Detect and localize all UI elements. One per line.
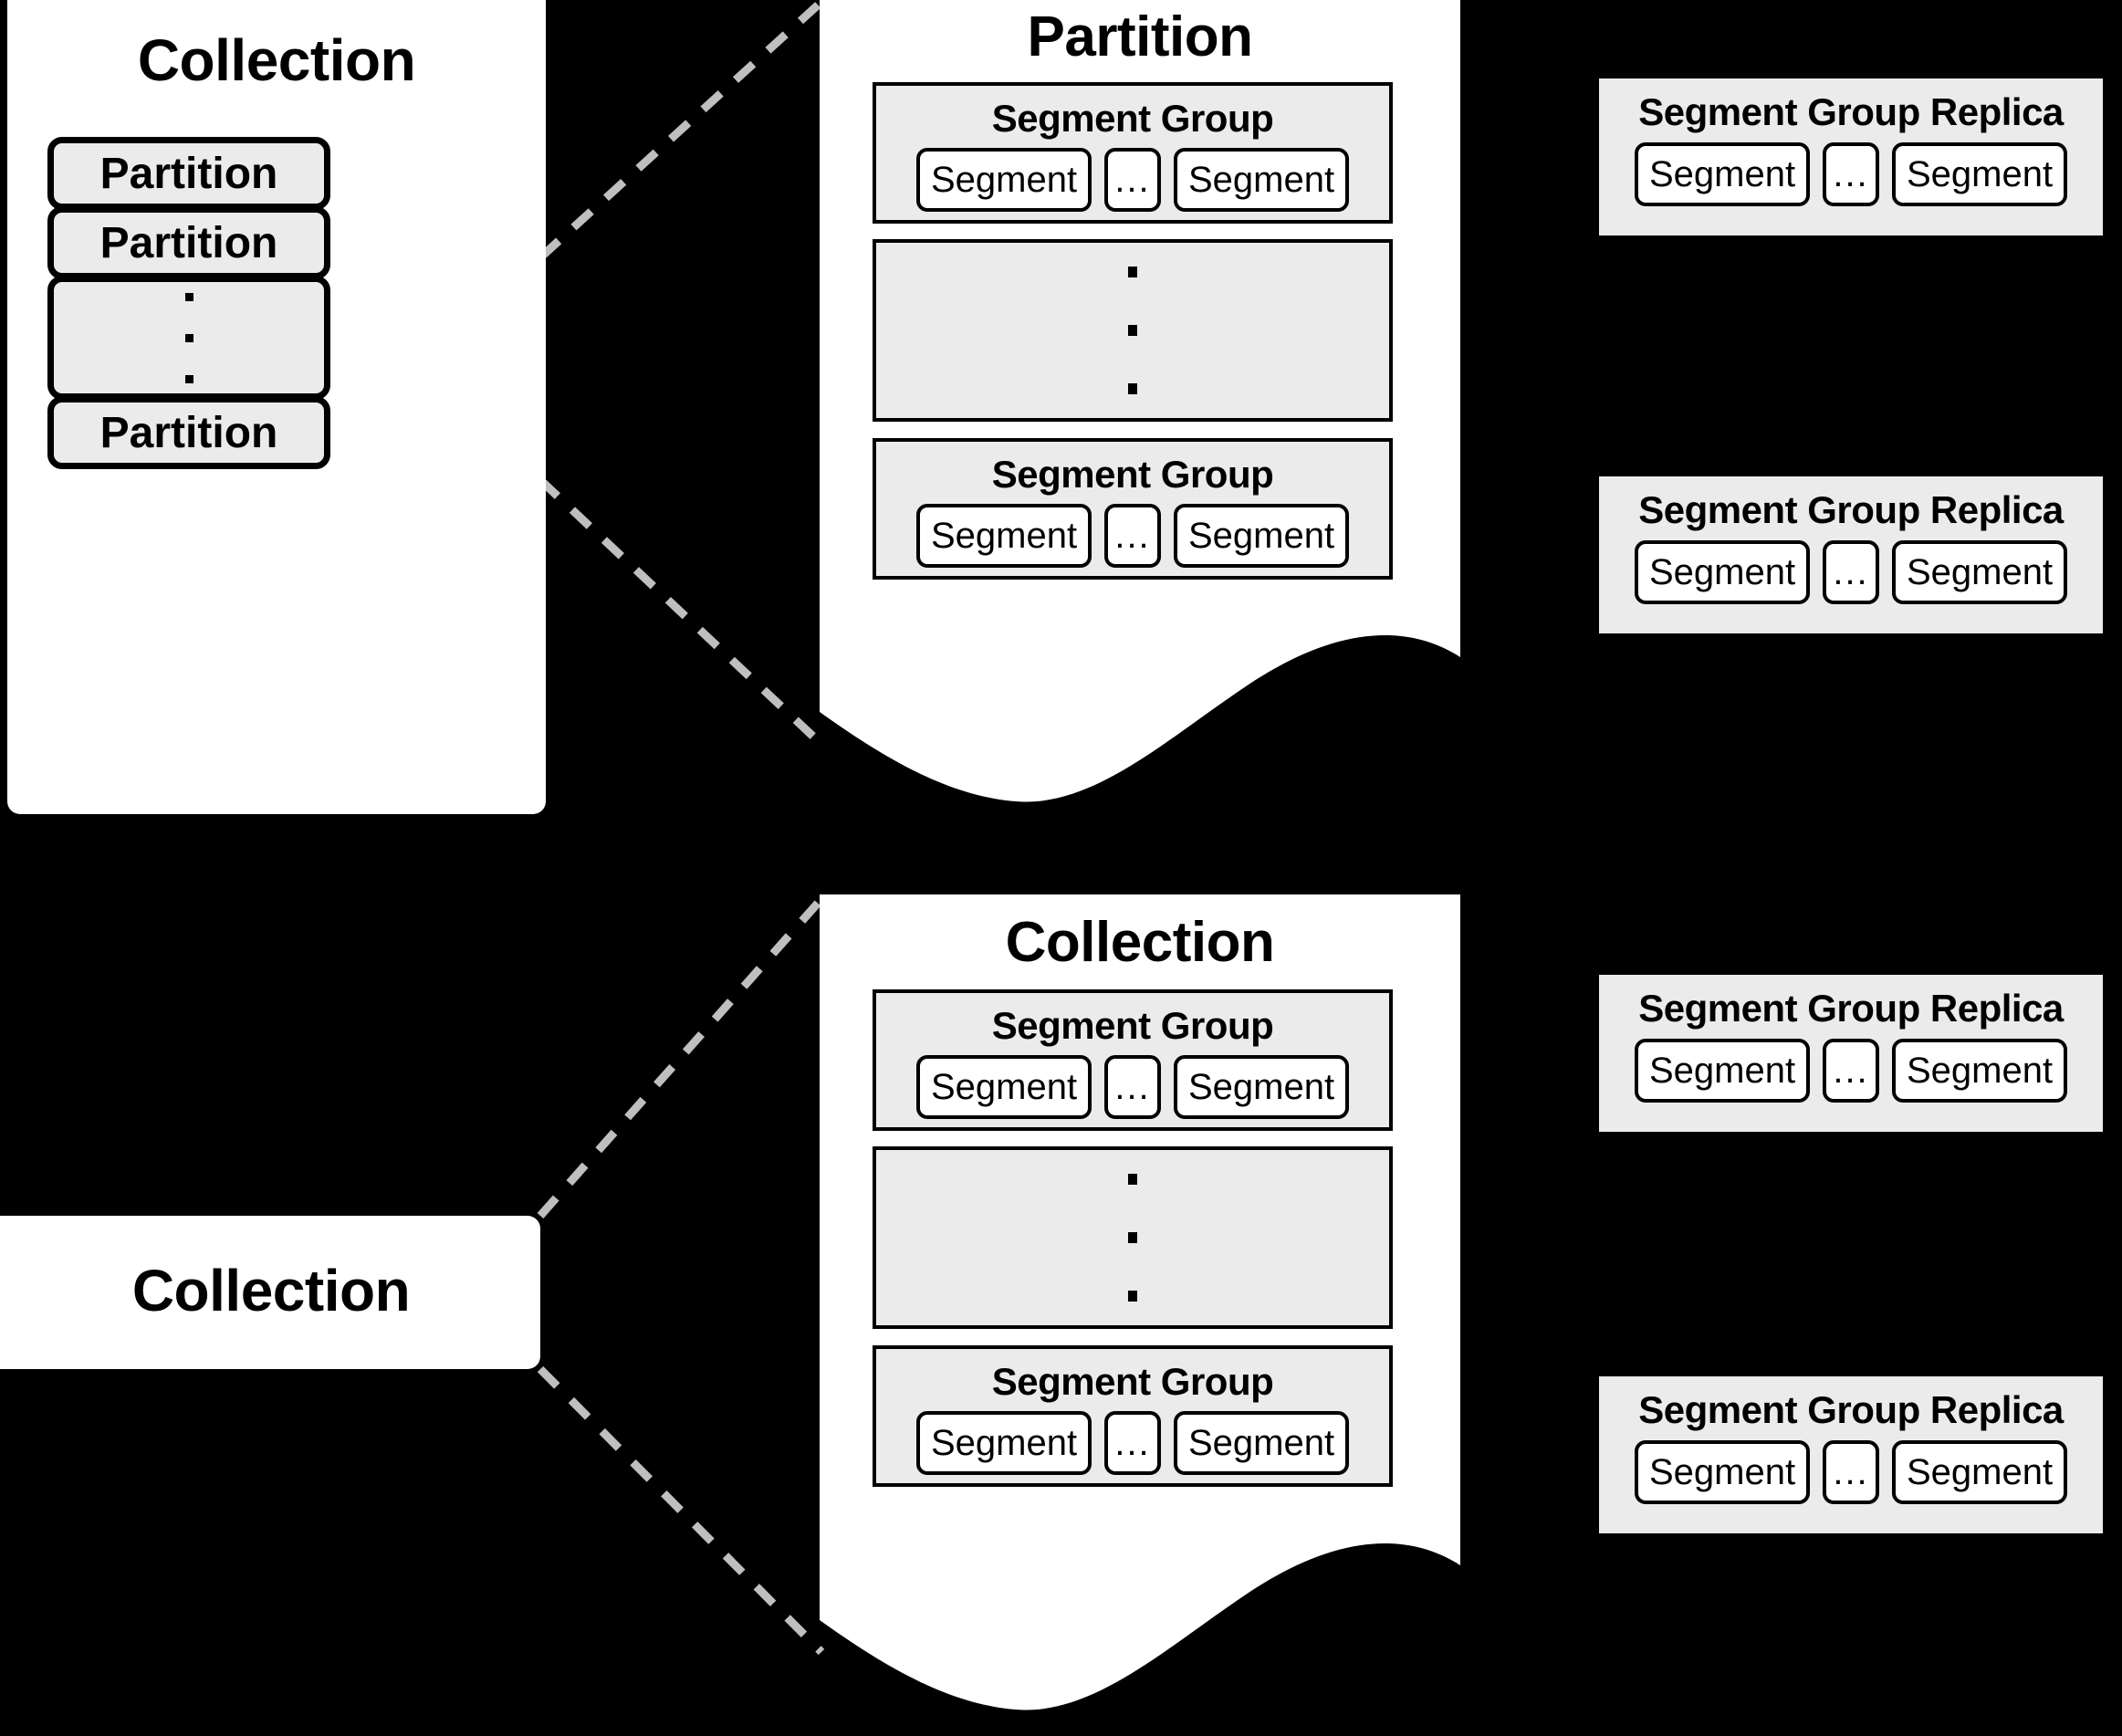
segment-group[interactable]: Segment Group Segment ... Segment <box>873 1345 1393 1487</box>
segment-group[interactable]: Segment Group Segment ... Segment <box>873 82 1393 224</box>
segment-box[interactable]: Segment <box>1174 1411 1349 1476</box>
segment-row: Segment ... Segment <box>876 1411 1389 1476</box>
partition-panel-title: Partition <box>1027 5 1253 68</box>
segment-group-replica[interactable]: Segment Group Replica Segment ... Segmen… <box>1599 1376 2103 1533</box>
partition-item-label: Partition <box>99 149 278 198</box>
segment-group-title: Segment Group <box>991 97 1274 140</box>
segment-box[interactable]: Segment <box>1174 504 1349 569</box>
segment-group-replica[interactable]: Segment Group Replica Segment ... Segmen… <box>1599 975 2103 1132</box>
segment-box[interactable]: Segment <box>1635 540 1810 604</box>
vertical-ellipsis-icon <box>184 292 193 383</box>
partition-item[interactable]: Partition <box>47 396 330 469</box>
segment-ellipsis-icon: ... <box>1104 1411 1161 1476</box>
partition-item-label: Partition <box>99 218 278 267</box>
collection-detail-panel: Collection Segment Group Segment ... Seg… <box>820 894 1460 1734</box>
segment-group[interactable]: Segment Group Segment ... Segment <box>873 989 1393 1131</box>
segment-ellipsis-icon: ... <box>1104 504 1161 569</box>
segment-group-replica-title: Segment Group Replica <box>1638 488 2064 531</box>
segment-group-title: Segment Group <box>991 453 1274 496</box>
collection-detail-panel-title: Collection <box>1005 911 1275 974</box>
segment-box[interactable]: Segment <box>1635 1039 1810 1103</box>
partition-item[interactable]: Partition <box>47 137 330 210</box>
segment-group-title: Segment Group <box>991 1004 1274 1047</box>
partition-item-label: Partition <box>99 408 278 457</box>
partition-item[interactable]: Partition <box>47 206 330 279</box>
collection-node[interactable]: Collection <box>0 1216 540 1369</box>
segment-box[interactable]: Segment <box>1174 1055 1349 1120</box>
partition-panel: Partition Segment Group Segment ... Segm… <box>820 0 1460 821</box>
segment-ellipsis-icon: ... <box>1823 540 1879 604</box>
segment-box[interactable]: Segment <box>1635 1440 1810 1504</box>
segment-group-ellipsis <box>873 239 1393 422</box>
segment-group-replica-title: Segment Group Replica <box>1638 1388 2064 1431</box>
segment-ellipsis-icon: ... <box>1823 1440 1879 1504</box>
segment-group-replica-title: Segment Group Replica <box>1638 90 2064 133</box>
segment-box[interactable]: Segment <box>1635 142 1810 206</box>
segment-row: Segment ... Segment <box>1599 540 2103 604</box>
segment-box[interactable]: Segment <box>916 1411 1092 1476</box>
segment-row: Segment ... Segment <box>1599 142 2103 206</box>
segment-group-replica[interactable]: Segment Group Replica Segment ... Segmen… <box>1599 78 2103 235</box>
segment-group-replica[interactable]: Segment Group Replica Segment ... Segmen… <box>1599 476 2103 633</box>
segment-row: Segment ... Segment <box>1599 1039 2103 1103</box>
collection-node-title: Collection <box>131 1258 411 1323</box>
segment-row: Segment ... Segment <box>876 1055 1389 1120</box>
segment-box[interactable]: Segment <box>916 504 1092 569</box>
segment-box[interactable]: Segment <box>1892 540 2067 604</box>
segment-group[interactable]: Segment Group Segment ... Segment <box>873 438 1393 580</box>
segment-ellipsis-icon: ... <box>1104 1055 1161 1120</box>
segment-group-ellipsis <box>873 1146 1393 1329</box>
segment-row: Segment ... Segment <box>1599 1440 2103 1504</box>
segment-box[interactable]: Segment <box>1892 1440 2067 1504</box>
segment-box[interactable]: Segment <box>916 148 1092 213</box>
collection-panel-title: Collection <box>137 27 416 93</box>
connector-collectionnode-to-detail-bottom <box>537 1365 825 1656</box>
segment-group-replica-title: Segment Group Replica <box>1638 987 2064 1030</box>
segment-box[interactable]: Segment <box>1892 1039 2067 1103</box>
segment-row: Segment ... Segment <box>876 504 1389 569</box>
connector-collectionnode-to-detail-top <box>537 896 825 1218</box>
segment-box[interactable]: Segment <box>916 1055 1092 1120</box>
segment-row: Segment ... Segment <box>876 148 1389 213</box>
segment-box[interactable]: Segment <box>1892 142 2067 206</box>
segment-ellipsis-icon: ... <box>1823 142 1879 206</box>
partition-ellipsis-item <box>47 276 330 400</box>
segment-ellipsis-icon: ... <box>1823 1039 1879 1103</box>
segment-group-title: Segment Group <box>991 1360 1274 1403</box>
segment-ellipsis-icon: ... <box>1104 148 1161 213</box>
segment-box[interactable]: Segment <box>1174 148 1349 213</box>
collection-panel: Collection Partition Partition Partition <box>7 0 546 814</box>
